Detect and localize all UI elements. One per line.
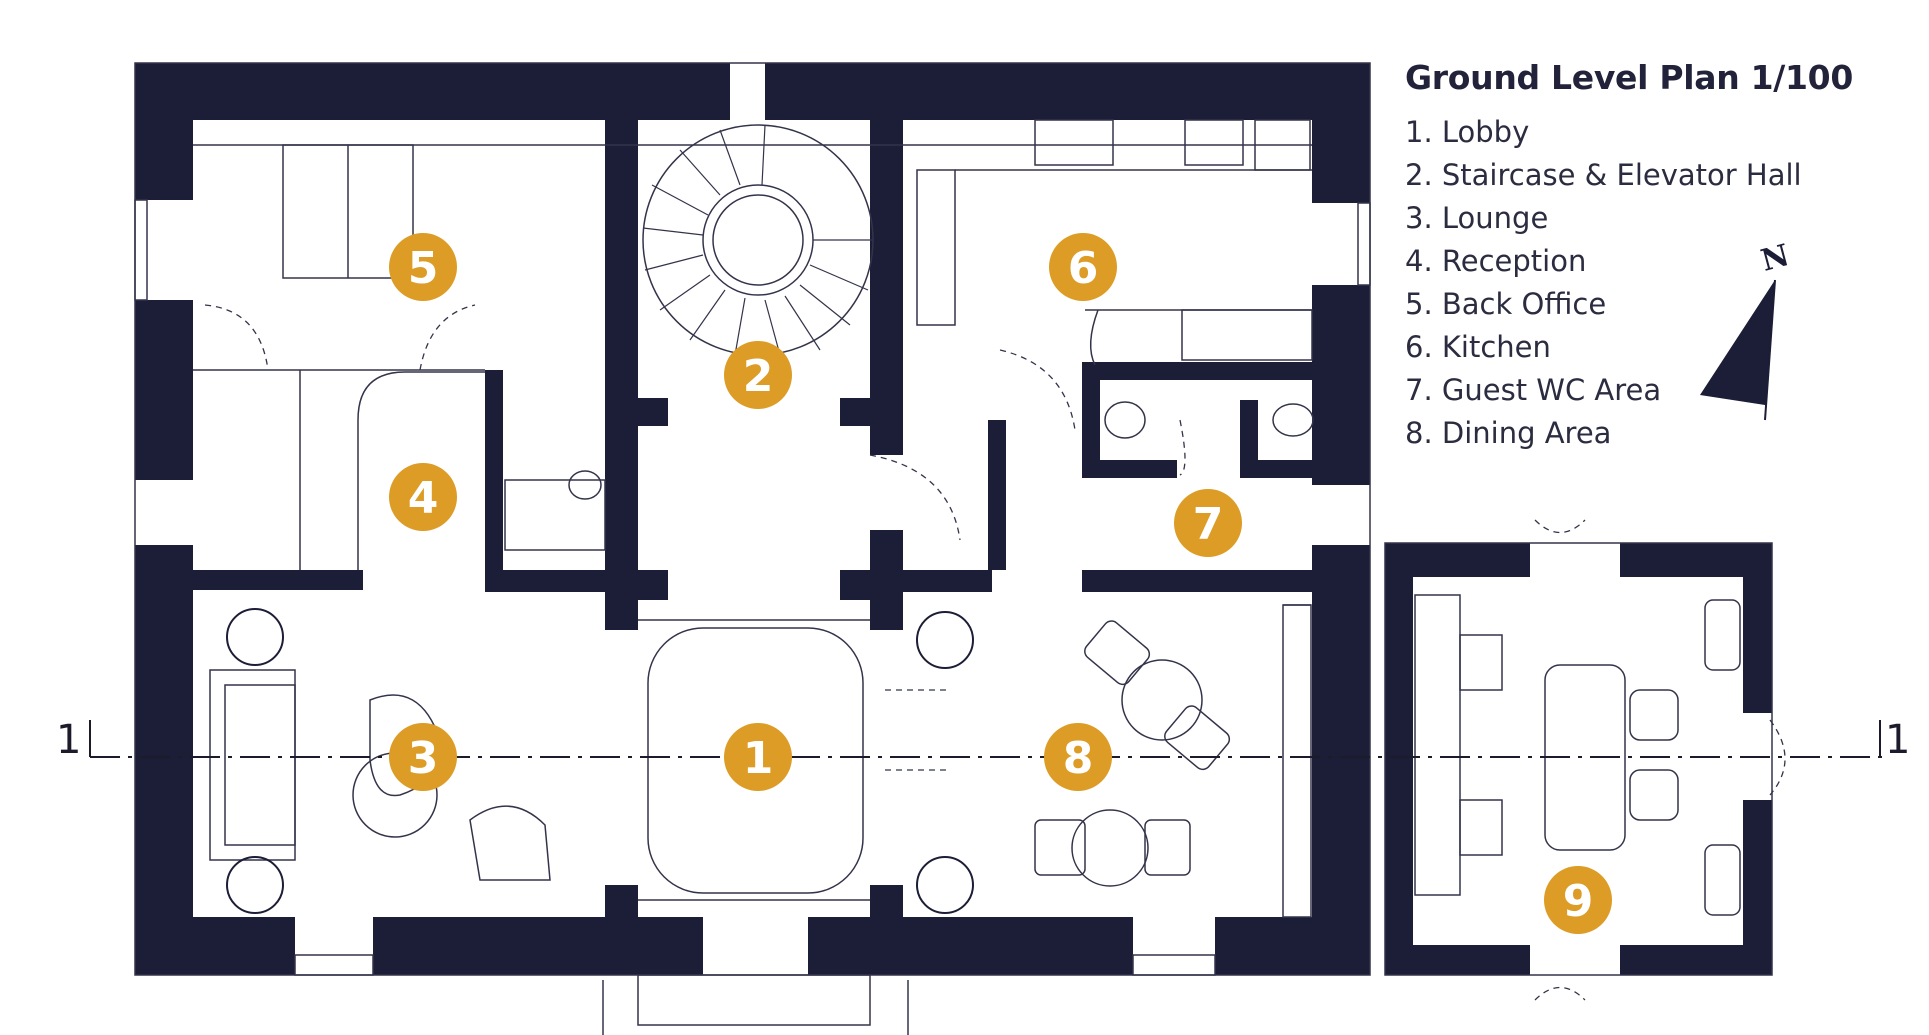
legend-item: 6. Kitchen	[1405, 330, 1551, 364]
section-line	[89, 720, 1890, 758]
legend-item: 1. Lobby	[1405, 115, 1530, 149]
door-swings	[204, 304, 1786, 1001]
room-badge-circle	[724, 341, 792, 409]
room-badges: 1 2 3 4 5 6 7 8 9	[389, 233, 1612, 934]
walls	[135, 63, 1772, 975]
legend-item: 4. Reception	[1405, 244, 1587, 278]
room-badge-circle	[1049, 233, 1117, 301]
room-badge-circle	[1044, 723, 1112, 791]
room-badge-3: 3	[389, 723, 457, 791]
room-badge-6: 6	[1049, 233, 1117, 301]
room-badge-number: 5	[408, 243, 439, 294]
room-badge-number: 2	[743, 351, 774, 402]
room-badge-7: 7	[1174, 489, 1242, 557]
room-badge-number: 8	[1063, 733, 1094, 784]
legend-item: 3. Lounge	[1405, 201, 1549, 235]
legend-item: 5. Back Office	[1405, 287, 1607, 321]
room-badge-number: 7	[1193, 499, 1224, 550]
room-badge-2: 2	[724, 341, 792, 409]
room-badge-4: 4	[389, 463, 457, 531]
room-badge-number: 9	[1563, 876, 1594, 927]
legend-item: 2. Staircase & Elevator Hall	[1405, 158, 1802, 192]
room-badge-number: 3	[408, 733, 439, 784]
north-arrow-icon	[1700, 279, 1776, 421]
legend-item: 8. Dining Area	[1405, 416, 1612, 450]
legend: Ground Level Plan 1/100 1. Lobby 2. Stai…	[1405, 58, 1853, 455]
room-badge-circle	[1544, 866, 1612, 934]
room-badge-9: 9	[1544, 866, 1612, 934]
room-badge-1: 1	[724, 723, 792, 791]
room-badge-number: 1	[743, 733, 774, 784]
plant-icon	[226, 608, 974, 914]
room-badge-8: 8	[1044, 723, 1112, 791]
room-badge-circle	[1174, 489, 1242, 557]
room-badge-circle	[389, 723, 457, 791]
section-marker-right: 1	[1885, 717, 1910, 763]
room-badge-number: 4	[408, 473, 439, 524]
section-marker-left: 1	[56, 717, 81, 763]
legend-list: 1. Lobby 2. Staircase & Elevator Hall 3.…	[1405, 111, 1853, 455]
room-badge-number: 6	[1068, 243, 1099, 294]
room-badge-circle	[389, 233, 457, 301]
room-badge-circle	[724, 723, 792, 791]
legend-item: 7. Guest WC Area	[1405, 373, 1662, 407]
legend-title: Ground Level Plan 1/100	[1405, 58, 1853, 97]
room-badge-circle	[389, 463, 457, 531]
room-badge-5: 5	[389, 233, 457, 301]
staircase	[642, 124, 873, 356]
